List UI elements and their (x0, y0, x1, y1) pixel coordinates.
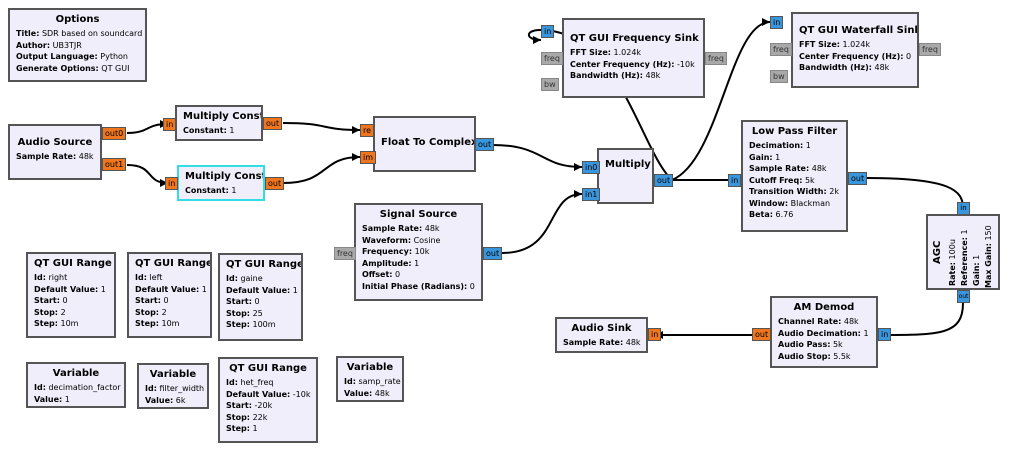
block-title: Multiply (605, 159, 651, 170)
multiply-block[interactable]: Multiply (597, 148, 654, 204)
multiply-const-1-in-port[interactable]: in (163, 118, 177, 131)
audio-source-out0-port[interactable]: out0 (102, 127, 127, 140)
variable-decimation-factor-block[interactable]: Variable Id: decimation_factor Value: 1 (26, 362, 126, 408)
qt-gui-range-left-block[interactable]: QT GUI Range Id: left Default Value: 1 S… (127, 252, 212, 338)
waterfall-sink-freq-out-port[interactable]: freq (919, 43, 941, 56)
multiply-const-1-out-port[interactable]: out (263, 117, 283, 130)
agc-label-group: AGC (932, 241, 943, 264)
block-title: AGC (932, 240, 943, 264)
wire-lpf-to-agc (865, 177, 964, 209)
waterfall-sink-block[interactable]: QT GUI Waterfall Sink FFT Size: 1.024k C… (791, 12, 919, 88)
qt-gui-range-right-block[interactable]: QT GUI Range Id: right Default Value: 1 … (26, 252, 116, 338)
wire-agc-to-amdemod (879, 302, 964, 336)
block-title: QT GUI Range (135, 258, 212, 269)
waterfall-sink-freq-port[interactable]: freq (770, 43, 792, 56)
low-pass-filter-out-port[interactable]: out (848, 172, 868, 185)
multiply-const-2-out-port[interactable]: out (265, 177, 285, 190)
multiply-out-port[interactable]: out (654, 174, 674, 187)
signal-source-block[interactable]: Signal Source Sample Rate: 48k Waveform:… (354, 203, 483, 301)
block-title: Multiply Const (185, 171, 265, 182)
qt-gui-range-het-freq-block[interactable]: QT GUI Range Id: het_freq Default Value:… (218, 357, 318, 443)
freq-sink-freq-port[interactable]: freq (541, 52, 563, 65)
freq-sink-in-port[interactable]: in (541, 25, 555, 38)
multiply-const-block-2[interactable]: Multiply Const Constant: 1 (177, 165, 265, 201)
am-demod-out-port[interactable]: out (752, 328, 772, 341)
block-title: AM Demod (793, 302, 855, 313)
block-title: Multiply Const (183, 111, 263, 122)
am-demod-block[interactable]: AM Demod Channel Rate: 48k Audio Decimat… (770, 296, 878, 368)
options-block[interactable]: Options Title: SDR based on soundcard Au… (8, 8, 147, 82)
block-title: Float To Complex (381, 137, 476, 148)
agc-block[interactable]: AGC Rate: 100u Reference: 1 Gain: 1 Max … (926, 214, 1000, 290)
multiply-in1-port[interactable]: in1 (582, 188, 601, 201)
freq-sink-freq-out-port[interactable]: freq (705, 52, 727, 65)
audio-source-block[interactable]: Audio Source Sample Rate: 48k (8, 124, 102, 180)
block-title: QT GUI Range (34, 258, 112, 269)
multiply-const-2-in-port[interactable]: in (165, 177, 179, 190)
float-to-complex-im-port[interactable]: im (360, 151, 377, 164)
wire-f2c-to-in0 (491, 144, 583, 168)
block-title: Options (55, 14, 100, 25)
block-title: Low Pass Filter (751, 126, 838, 137)
wire-audio-out0-to-mc1 (126, 123, 169, 134)
block-title: Audio Sink (571, 323, 632, 334)
wire-sigsrc-to-in1 (501, 193, 583, 254)
variable-filter-width-block[interactable]: Variable Id: filter_width Value: 6k (137, 363, 209, 409)
block-title: QT GUI Range (226, 259, 303, 270)
audio-sink-in-port[interactable]: in (648, 328, 662, 341)
multiply-in0-port[interactable]: in0 (582, 161, 601, 174)
variable-samp-rate-block[interactable]: Variable Id: samp_rate Value: 48k (336, 356, 404, 402)
float-to-complex-re-port[interactable]: re (360, 124, 375, 137)
signal-source-out-port[interactable]: out (483, 247, 503, 260)
block-title: Audio Source (17, 137, 93, 148)
multiply-const-block-1[interactable]: Multiply Const Constant: 1 (175, 105, 263, 141)
block-title: Signal Source (379, 209, 458, 220)
freq-sink-block[interactable]: QT GUI Frequency Sink FFT Size: 1.024k C… (562, 18, 705, 98)
float-to-complex-out-port[interactable]: out (475, 138, 495, 151)
audio-source-out1-port[interactable]: out1 (102, 158, 127, 171)
waterfall-sink-bw-port[interactable]: bw (770, 70, 788, 83)
agc-out-port[interactable]: out (957, 290, 970, 303)
agc-in-port[interactable]: in (957, 202, 970, 215)
audio-sink-block[interactable]: Audio Sink Sample Rate: 48k (555, 317, 648, 353)
qt-gui-range-gaine-block[interactable]: QT GUI Range Id: gaine Default Value: 1 … (218, 253, 303, 341)
wire-mc2-to-im (282, 156, 361, 184)
block-title: QT GUI Range (229, 363, 307, 374)
block-title: Variable (52, 368, 100, 379)
wire-mc1-to-re (282, 122, 361, 131)
float-to-complex-block[interactable]: Float To Complex (373, 116, 476, 172)
block-title: QT GUI Waterfall Sink (799, 25, 919, 36)
waterfall-sink-in-port[interactable]: in (770, 16, 784, 29)
freq-sink-bw-port[interactable]: bw (541, 78, 559, 91)
low-pass-filter-block[interactable]: Low Pass Filter Decimation: 1 Gain: 1 Sa… (741, 120, 848, 232)
wire-audio-out1-to-mc2 (126, 164, 169, 184)
am-demod-in-port[interactable]: in (878, 328, 892, 341)
signal-source-freq-port[interactable]: freq (334, 247, 356, 260)
block-title: Variable (149, 369, 197, 380)
block-title: QT GUI Frequency Sink (570, 33, 699, 44)
block-title: Variable (346, 362, 394, 373)
low-pass-filter-in-port[interactable]: in (728, 174, 742, 187)
